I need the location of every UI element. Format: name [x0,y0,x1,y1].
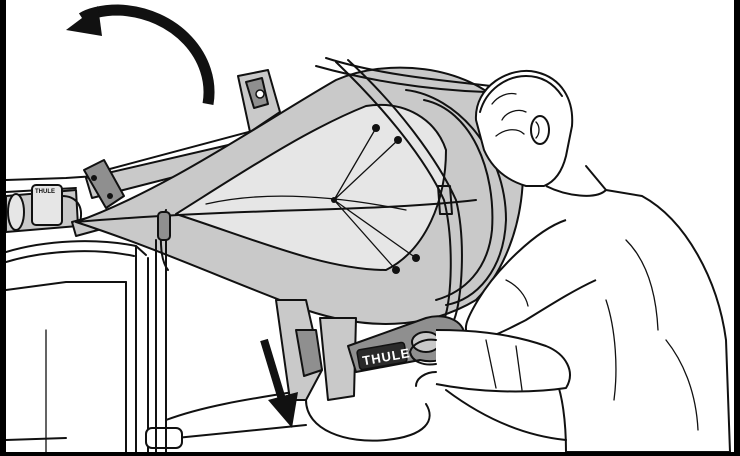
car-body [6,171,307,452]
kayak-loading-illustration: THULE [6,4,731,452]
strap: THULE [347,315,466,373]
roof-rack-crossbar: THULE [6,184,82,233]
tie-down-straps [315,57,493,321]
down-arrow-icon [260,338,298,428]
rack-brand-label: THULE [35,189,55,195]
upper-bracket [237,69,281,133]
person [409,69,731,452]
kayak [75,66,524,452]
lower-cradle [275,299,431,442]
rotate-arrow-icon [66,4,215,105]
